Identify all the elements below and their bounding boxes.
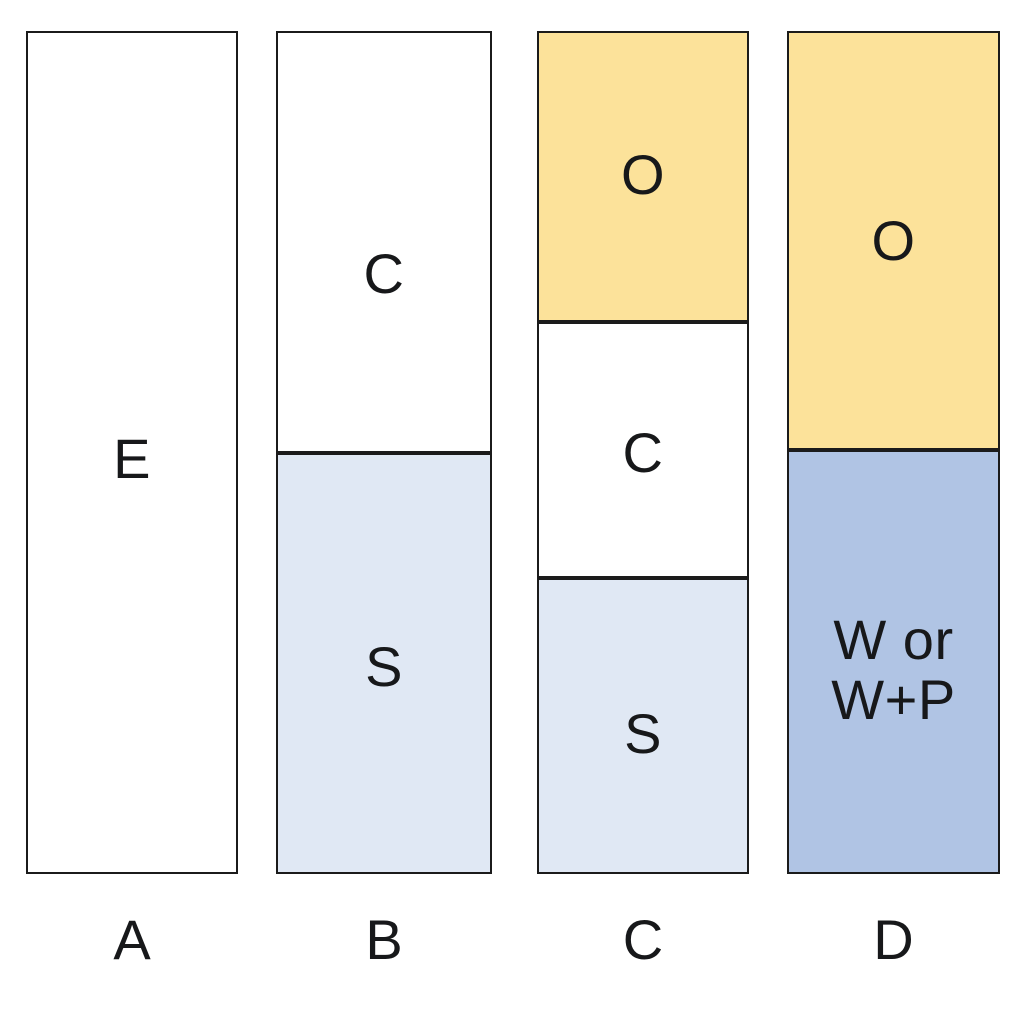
segment-c-o: O bbox=[537, 31, 749, 322]
segment-b-s-label: S bbox=[365, 635, 403, 698]
column-c: O C S bbox=[537, 31, 749, 874]
segment-c-s: S bbox=[537, 578, 749, 874]
axis-label-d: D bbox=[873, 908, 914, 971]
segment-b-s: S bbox=[276, 453, 492, 874]
column-b: C S bbox=[276, 31, 492, 874]
segment-c-s-label: S bbox=[624, 702, 662, 765]
segment-c-c: C bbox=[537, 322, 749, 578]
axis-label-a: A bbox=[113, 908, 151, 971]
segment-d-w: W or W+P bbox=[787, 450, 1000, 874]
column-d: O W or W+P bbox=[787, 31, 1000, 874]
segment-c-c-label: C bbox=[622, 421, 664, 484]
axis-label-b: B bbox=[365, 908, 403, 971]
column-a: E bbox=[26, 31, 238, 874]
segment-b-c-label: C bbox=[363, 242, 405, 305]
segment-d-w-label: W or W+P bbox=[831, 608, 956, 732]
segment-d-o-label: O bbox=[871, 209, 916, 272]
segment-d-o: O bbox=[787, 31, 1000, 450]
segment-a-e: E bbox=[26, 31, 238, 874]
axis-label-c: C bbox=[622, 908, 664, 971]
segment-c-o-label: O bbox=[620, 143, 666, 206]
segment-a-e-label: E bbox=[113, 427, 151, 490]
segment-b-c: C bbox=[276, 31, 492, 453]
